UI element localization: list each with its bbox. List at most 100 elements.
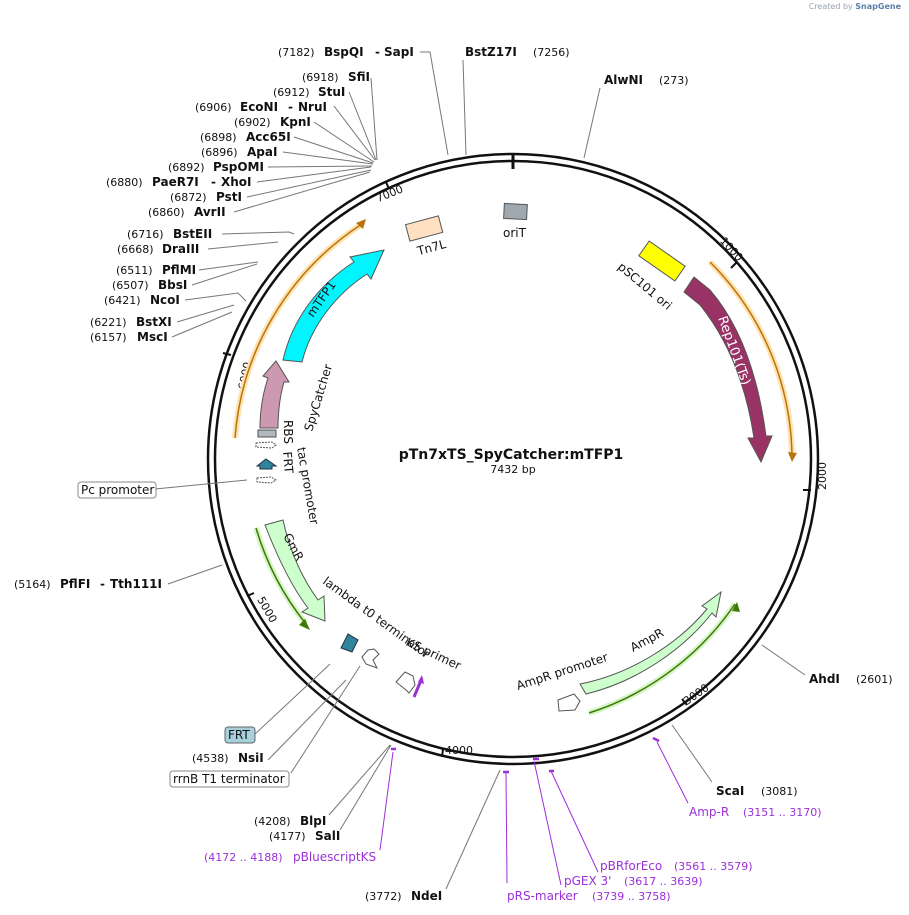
psc101-ori-feature[interactable]	[638, 240, 686, 282]
enzyme-pos-bspqi: (7182)	[278, 46, 315, 59]
enzyme-name-ncoi: NcoI	[150, 293, 180, 307]
rrnb-t1-terminator-box[interactable]	[169, 770, 290, 788]
leader-nsii	[267, 679, 347, 761]
ampr-feature[interactable]	[579, 590, 722, 695]
enzyme-name-avrii: AvrII	[194, 205, 226, 219]
enzyme-leader-lines	[154, 51, 806, 890]
pc-promoter-box[interactable]	[77, 481, 157, 499]
frt-feature-bottom[interactable]	[340, 633, 359, 653]
leader-sfii	[370, 77, 378, 161]
orf-arc-right-head	[788, 452, 797, 462]
enzyme-pos-pflmi: (6511)	[116, 264, 153, 277]
frt-box[interactable]	[224, 726, 256, 744]
leader-stui	[348, 91, 377, 161]
enzyme-name-xhoi: XhoI	[221, 175, 252, 189]
enzyme-pos-psti: (6872)	[170, 191, 207, 204]
primer-name-pbluescript: pBluescriptKS	[293, 850, 376, 864]
orf-arc-gmr-head	[299, 619, 310, 630]
enzyme-name-draiii: DraIII	[162, 242, 199, 256]
leader-bstz17i	[462, 59, 467, 156]
enzyme-name-blpi: BlpI	[300, 814, 326, 828]
enzyme-pos-acc65i: (6898)	[200, 131, 237, 144]
enzyme-pos-draiii: (6668)	[117, 243, 154, 256]
primer-range-pbluescript: (4172 .. 4188)	[204, 851, 283, 864]
primer-labels: Amp-R (3151 .. 3170) pBRforEco (3561 .. …	[204, 805, 822, 903]
enzyme-pos-paer7i: (6880)	[106, 176, 143, 189]
leader-kpni	[313, 121, 375, 163]
leader-bsteii	[221, 231, 295, 235]
enzyme-pos-bsteii: (6716)	[127, 228, 164, 241]
enzyme-pos-ahdi: (2601)	[856, 673, 893, 686]
pc-promoter-feature[interactable]	[256, 476, 277, 484]
leader-pflmi	[198, 261, 259, 271]
frt-label: FRT	[280, 451, 296, 475]
enzyme-sep-bspqi: -	[375, 45, 380, 59]
primer-leader-prs	[505, 772, 508, 884]
tn7l-feature[interactable]	[404, 215, 444, 242]
spycatcher-label: SpyCatcher	[301, 362, 335, 432]
enzyme-name-econi: EcoNI	[240, 100, 278, 114]
primer-leader-pbrforeco	[550, 770, 599, 873]
enzyme-pos-avrii: (6860)	[148, 206, 185, 219]
plasmid-length: 7432 bp	[490, 463, 535, 476]
boxed-callouts: Pc promoter FRT rrnB T1 terminator	[77, 481, 290, 788]
enzyme-name-scai: ScaI	[716, 784, 744, 798]
lambda-t0-terminator-feature[interactable]	[361, 648, 380, 669]
leader-rrnb	[290, 665, 361, 774]
tick-3000	[681, 698, 688, 706]
primer-name-pgex: pGEX 3'	[564, 874, 611, 888]
leader-msci	[171, 311, 233, 338]
enzyme-name-msci: MscI	[137, 330, 168, 344]
enzyme-pos-msci: (6157)	[90, 331, 127, 344]
leader-ndei	[445, 769, 501, 890]
enzyme-pos-bbsi: (6507)	[112, 279, 149, 292]
enzyme-sep-paer7i: -	[211, 175, 216, 189]
tn7l-label: Tn7L	[415, 237, 448, 258]
enzyme-pos-sfii: (6918)	[302, 71, 339, 84]
tac-promoter-feature[interactable]	[255, 441, 277, 449]
leader-avrii	[233, 171, 371, 213]
enzyme-pos-pspomi: (6892)	[168, 161, 205, 174]
rbs-feature[interactable]	[257, 429, 277, 438]
spycatcher-feature[interactable]	[259, 360, 290, 429]
leader-draiii	[207, 241, 279, 250]
tick-label-2000: 2000	[816, 462, 829, 490]
enzyme-pos-apai: (6896)	[201, 146, 238, 159]
enzyme-name-ahdi: AhdI	[809, 672, 840, 686]
ks-primer-head	[418, 675, 424, 684]
snapgene-credit: Created by SnapGene	[809, 2, 901, 11]
enzyme-name-bbsi: BbsI	[158, 278, 187, 292]
frt-feature-top[interactable]	[255, 458, 278, 470]
orf-arcs	[232, 219, 797, 716]
leader-ncoi	[184, 292, 247, 302]
primer-range-pbrforeco: (3561 .. 3579)	[674, 860, 753, 873]
enzyme-name-apai: ApaI	[247, 145, 277, 159]
leader-pflfi	[167, 564, 223, 585]
ks-primer-label: KS primer	[404, 635, 464, 673]
tick-4000	[441, 748, 444, 758]
tick-1000	[730, 261, 738, 269]
enzyme-pos-ncoi: (6421)	[104, 294, 141, 307]
enzyme-name-kpni: KpnI	[280, 115, 311, 129]
orit-feature[interactable]	[503, 202, 528, 221]
enzyme-pos-alwni: (273)	[659, 74, 689, 87]
tick-7000	[385, 181, 390, 190]
enzyme-name-stui: StuI	[318, 85, 345, 99]
leader-econi	[333, 105, 376, 161]
enzyme-name-tth111i: Tth111I	[110, 577, 162, 591]
orf-arc-left-head	[356, 219, 366, 229]
leader-scai	[671, 724, 713, 783]
rep101-feature[interactable]	[683, 276, 773, 464]
mtfp1-feature[interactable]	[282, 249, 385, 363]
ampr-promoter-feature[interactable]	[557, 693, 581, 712]
orf-arc-gmr-line	[255, 527, 307, 625]
tick-5000	[246, 592, 255, 597]
orf-arc-ampr-line	[588, 603, 736, 714]
rrnb-t1-terminator-feature[interactable]	[395, 671, 416, 694]
enzyme-name-bsteii: BstEII	[173, 227, 212, 241]
primer-name-pbrforeco: pBRforEco	[600, 859, 662, 873]
enzyme-pos-scai: (3081)	[761, 785, 798, 798]
enzyme-pos-bstz17i: (7256)	[533, 46, 570, 59]
gmr-feature[interactable]	[264, 519, 326, 622]
enzyme-sep-econi: -	[288, 100, 293, 114]
